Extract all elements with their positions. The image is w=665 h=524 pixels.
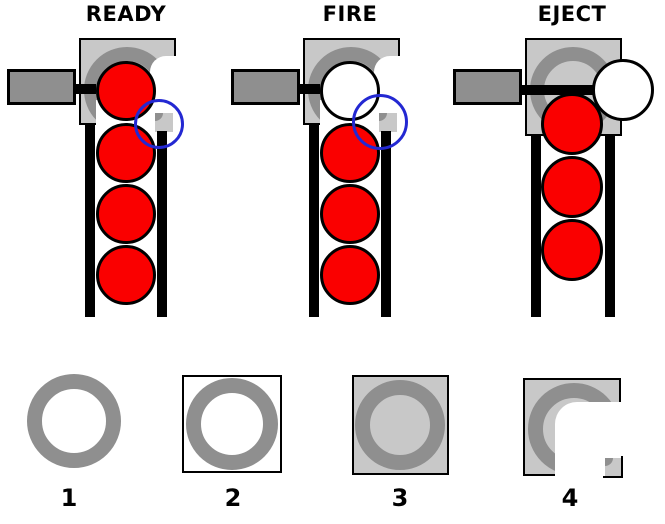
guide-ring-part bbox=[186, 378, 278, 470]
part-3-ring-on-plate bbox=[352, 375, 449, 475]
part-2-ring-in-frame bbox=[182, 375, 282, 473]
rod-link bbox=[74, 84, 96, 94]
guide-ring-part bbox=[27, 374, 121, 468]
station-title-fire: FIRE bbox=[322, 2, 378, 26]
rod-link bbox=[298, 84, 320, 94]
station-fire: FIRE bbox=[224, 0, 448, 365]
tube-ball bbox=[541, 93, 603, 155]
ejected-ball bbox=[592, 59, 654, 121]
station-title-ready: READY bbox=[85, 2, 167, 26]
push-rod bbox=[7, 69, 76, 105]
tube-wall-right bbox=[381, 131, 391, 317]
station-ready: READY bbox=[0, 0, 224, 365]
tube-ball bbox=[541, 219, 603, 281]
indicator-circle bbox=[134, 99, 184, 149]
tube-wall-right bbox=[605, 134, 615, 317]
part-label-1: 1 bbox=[60, 484, 78, 512]
catch-tab-ring-corner bbox=[605, 458, 613, 466]
tube-wall-left bbox=[531, 134, 541, 317]
push-rod bbox=[231, 69, 300, 105]
part-1-ring bbox=[27, 374, 121, 468]
part-label-2: 2 bbox=[224, 484, 242, 512]
eject-push-bar bbox=[521, 85, 593, 95]
tube-ball bbox=[320, 123, 380, 183]
catch-tab-outline bbox=[603, 456, 623, 478]
part-label-4: 4 bbox=[561, 484, 579, 512]
part-4-plate-cutaway bbox=[523, 378, 623, 478]
indicator-circle bbox=[352, 94, 408, 150]
tube-ball bbox=[320, 245, 380, 305]
catch-tab bbox=[605, 458, 621, 476]
tube-ball bbox=[96, 245, 156, 305]
guide-ring-part bbox=[355, 380, 445, 470]
part-label-3: 3 bbox=[391, 484, 409, 512]
tube-ball bbox=[96, 184, 156, 244]
station-title-eject: EJECT bbox=[537, 2, 607, 26]
push-rod bbox=[453, 69, 522, 105]
station-eject: EJECT bbox=[446, 0, 665, 365]
tube-ball bbox=[320, 184, 380, 244]
tube-wall-left bbox=[85, 124, 95, 317]
tube-ball bbox=[541, 156, 603, 218]
tube-wall-left bbox=[309, 124, 319, 317]
tube-wall-right bbox=[157, 131, 167, 317]
